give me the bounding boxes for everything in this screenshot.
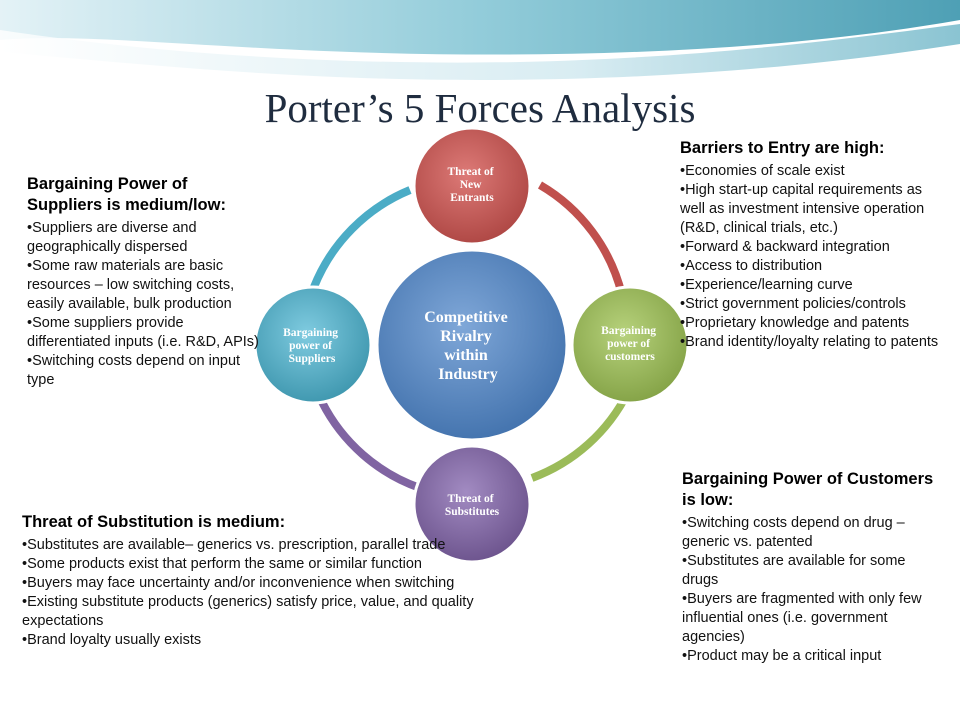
list-item: Some suppliers provide differentiated in… [27,314,267,352]
list-item: Access to distribution [680,257,942,276]
list-item: Experience/learning curve [680,276,942,295]
arc-entrants-to-customers [537,181,626,296]
list-item: Some raw materials are basic resources –… [27,257,267,314]
substitution-panel-list: Substitutes are available– generics vs. … [22,536,542,650]
list-item: Switching costs depend on drug – generic… [682,514,944,552]
node-new-entrants-label: Threat of New Entrants [448,166,497,204]
customers-panel-heading: Bargaining Power of Customers is low: [682,470,934,509]
list-item: Brand loyalty usually exists [22,631,542,650]
list-item: Product may be a critical input [682,647,944,666]
arc-customers-to-substitutes [530,390,632,482]
node-customers-label: Bargaining power of customers [601,325,659,363]
list-item: Substitutes are available– generics vs. … [22,536,542,555]
list-item: Substitutes are available for some drugs [682,552,944,590]
barriers-panel-heading: Barriers to Entry are high: [680,139,885,157]
list-item: Brand identity/loyalty relating to paten… [680,333,942,352]
list-item: Economies of scale exist [680,162,942,181]
node-substitutes-label: Threat of Substitutes [445,493,500,518]
customers-panel: Bargaining Power of Customers is low: Sw… [682,469,944,666]
list-item: Some products exist that perform the sam… [22,555,542,574]
list-item: Buyers may face uncertainty and/or incon… [22,574,542,593]
arc-suppliers-to-entrants [310,186,412,289]
list-item: Buyers are fragmented with only few infl… [682,590,944,647]
node-new-entrants [412,126,532,246]
customers-panel-list: Switching costs depend on drug – generic… [682,514,944,666]
list-item: Switching costs depend on input type [27,352,267,390]
list-item: Proprietary knowledge and patents [680,314,942,333]
suppliers-panel-list: Suppliers are diverse and geographically… [27,219,267,390]
arc-substitutes-to-suppliers [318,400,422,492]
substitution-panel: Threat of Substitution is medium: Substi… [22,512,542,650]
slide-title: Porter’s 5 Forces Analysis [264,85,696,131]
list-item: Suppliers are diverse and geographically… [27,219,267,257]
suppliers-panel: Bargaining Power of Suppliers is medium/… [27,174,267,390]
substitution-panel-heading: Threat of Substitution is medium: [22,513,286,531]
barriers-panel-list: Economies of scale exist High start-up c… [680,162,942,352]
list-item: High start-up capital requirements as we… [680,181,942,238]
list-item: Strict government policies/controls [680,295,942,314]
suppliers-panel-heading: Bargaining Power of Suppliers is medium/… [27,175,226,214]
center-node-label: Competitive Rivalry within Industry [424,309,512,383]
center-node [375,248,569,442]
list-item: Existing substitute products (generics) … [22,593,542,631]
node-suppliers-label: Bargaining power of Suppliers [283,327,341,365]
list-item: Forward & backward integration [680,238,942,257]
barriers-panel: Barriers to Entry are high: Economies of… [680,138,942,352]
